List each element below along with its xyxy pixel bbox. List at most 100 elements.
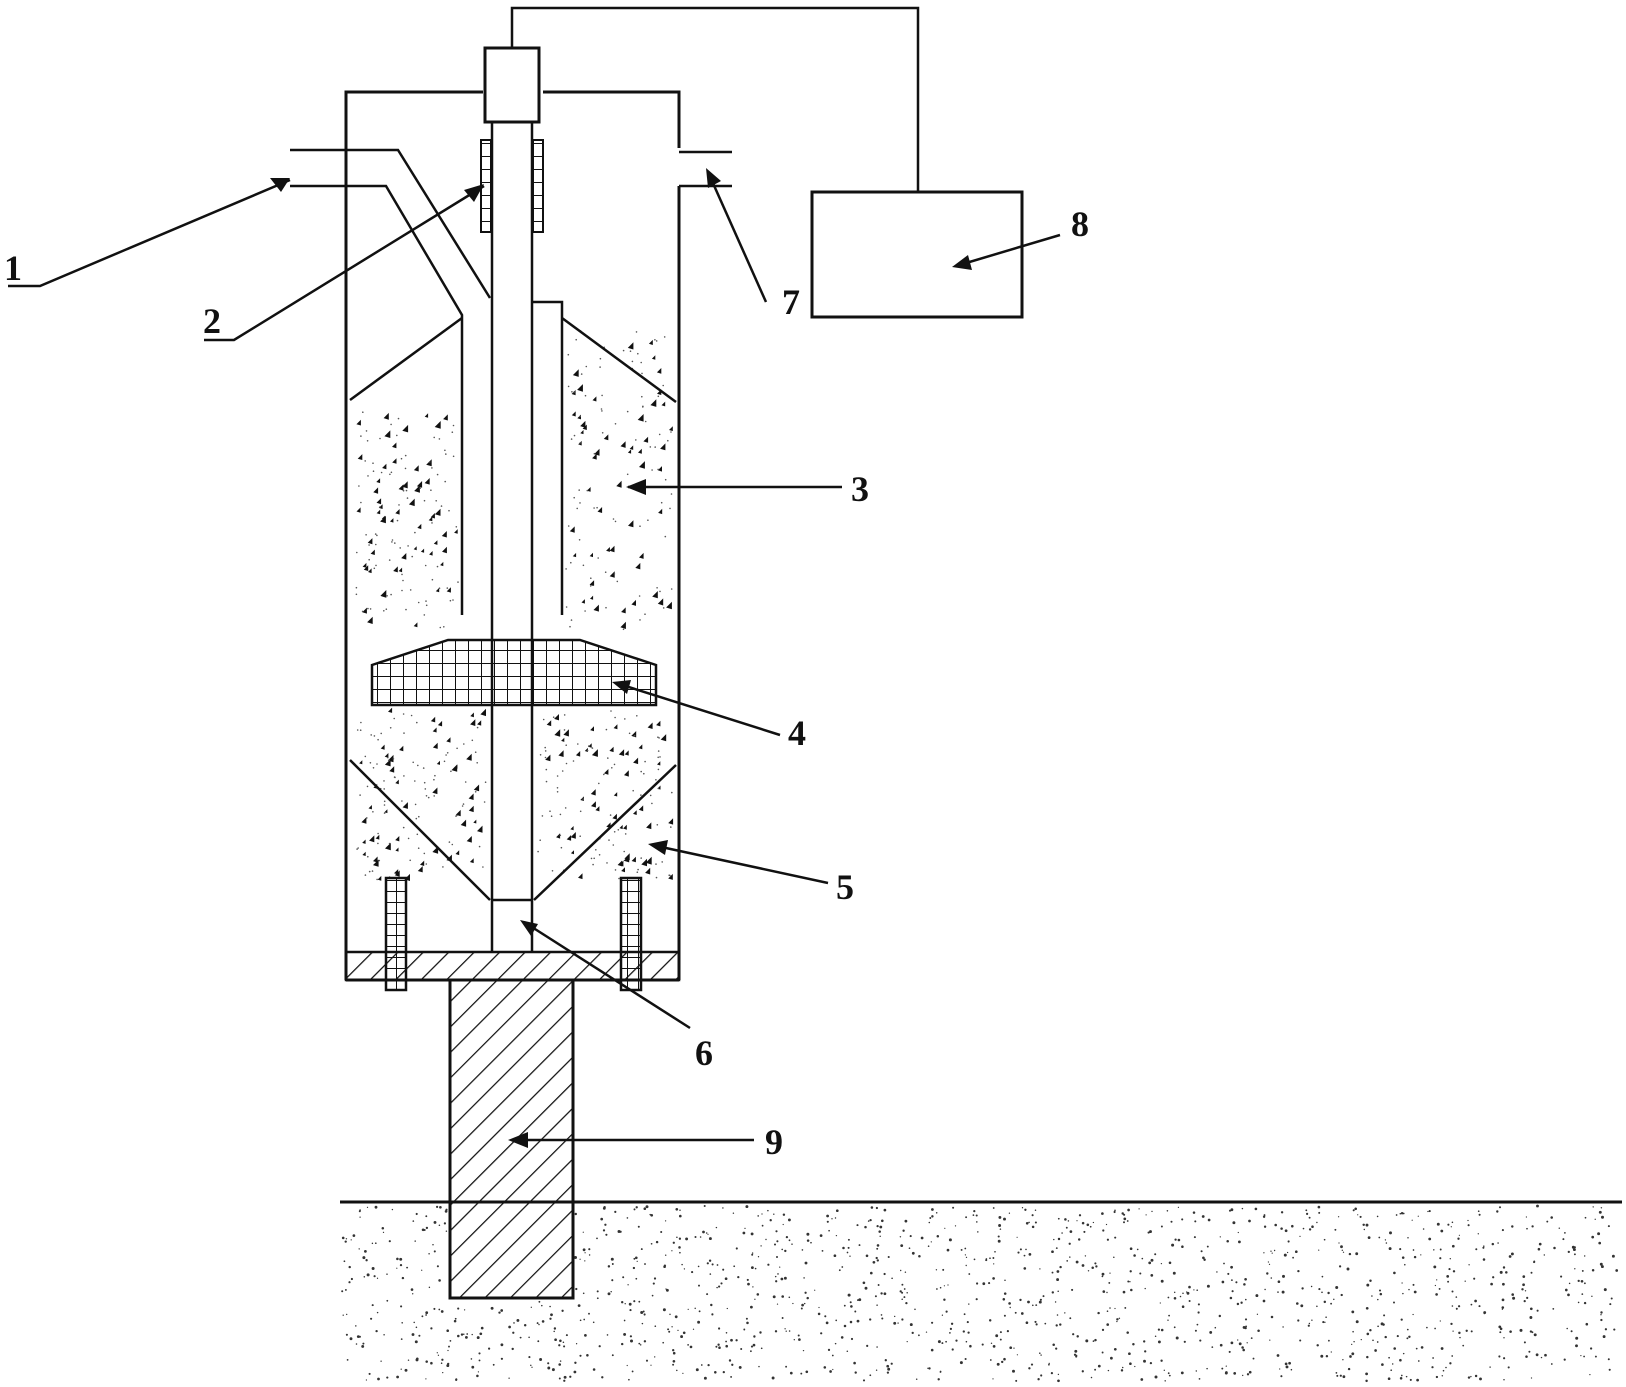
ground-speck bbox=[823, 1366, 827, 1369]
ground-speck bbox=[925, 1331, 928, 1333]
ground-speck bbox=[1086, 1223, 1090, 1227]
ground-speck bbox=[400, 1368, 402, 1370]
packing-grain bbox=[402, 481, 408, 489]
ground-speck bbox=[775, 1230, 778, 1233]
packing-grain bbox=[395, 836, 400, 842]
packing-speck bbox=[579, 415, 581, 418]
ground-speck bbox=[479, 1332, 483, 1336]
packing-speck bbox=[404, 467, 407, 470]
ground-speck bbox=[1227, 1272, 1230, 1275]
packing-grain bbox=[383, 412, 389, 420]
ground-speck bbox=[1013, 1347, 1015, 1349]
ground-speck bbox=[1194, 1220, 1197, 1223]
ground-speck bbox=[1294, 1250, 1298, 1254]
ground-speck bbox=[549, 1305, 551, 1308]
control-wire bbox=[510, 6, 920, 192]
packing-speck bbox=[390, 471, 393, 474]
ground-speck bbox=[750, 1350, 752, 1353]
ground-speck bbox=[1183, 1340, 1186, 1343]
ground-speck bbox=[1196, 1323, 1199, 1326]
packing-speck bbox=[389, 473, 391, 476]
ground-speck bbox=[1377, 1325, 1379, 1328]
ground-speck bbox=[982, 1282, 986, 1286]
ground-speck bbox=[715, 1226, 718, 1229]
ground-speck bbox=[1594, 1355, 1597, 1358]
ground-speck bbox=[1235, 1281, 1238, 1284]
ground-speck bbox=[563, 1375, 567, 1379]
ground-speck bbox=[1057, 1379, 1060, 1383]
packing-speck bbox=[462, 803, 465, 805]
ground-speck bbox=[698, 1284, 700, 1287]
ground-speck bbox=[460, 1333, 464, 1336]
ground-speck bbox=[1338, 1242, 1340, 1244]
ground-speck bbox=[883, 1292, 887, 1296]
ground-speck bbox=[1442, 1369, 1445, 1372]
packing-speck bbox=[655, 876, 658, 879]
ground-speck bbox=[1136, 1248, 1139, 1251]
packing-speck bbox=[361, 610, 364, 613]
ground-speck bbox=[374, 1242, 377, 1245]
ground-speck bbox=[899, 1290, 902, 1293]
ground-speck bbox=[1145, 1214, 1147, 1216]
ground-speck bbox=[1433, 1265, 1437, 1269]
ground-speck bbox=[1106, 1323, 1110, 1326]
ground-speck bbox=[558, 1344, 561, 1347]
ground-speck bbox=[1107, 1369, 1110, 1372]
packing-speck bbox=[446, 587, 449, 589]
ground-speck bbox=[1157, 1340, 1161, 1344]
ground-speck bbox=[358, 1335, 361, 1338]
ground-speck bbox=[1371, 1295, 1373, 1297]
ground-speck bbox=[880, 1292, 883, 1295]
ground-speck bbox=[630, 1339, 633, 1343]
packing-speck bbox=[364, 755, 367, 758]
packing-grain bbox=[570, 832, 576, 839]
ground-speck bbox=[664, 1254, 667, 1256]
ground-speck bbox=[1008, 1212, 1011, 1214]
packing-speck bbox=[579, 810, 582, 813]
ground-speck bbox=[463, 1333, 465, 1335]
packing-speck bbox=[658, 433, 661, 436]
ground-speck bbox=[425, 1215, 428, 1218]
inlet-pipe bbox=[290, 148, 492, 615]
packing-speck bbox=[660, 501, 663, 504]
ground-speck bbox=[975, 1221, 978, 1223]
packing-grain bbox=[623, 824, 627, 830]
ground-speck bbox=[973, 1258, 976, 1261]
ground-speck bbox=[1277, 1280, 1281, 1283]
ground-speck bbox=[1023, 1254, 1026, 1257]
ground-speck bbox=[722, 1268, 725, 1271]
ground-speck bbox=[1417, 1360, 1420, 1362]
ground-speck bbox=[569, 1375, 572, 1378]
ground-speck bbox=[1214, 1326, 1217, 1329]
ground-speck bbox=[992, 1345, 996, 1348]
ground-speck bbox=[975, 1214, 978, 1217]
packing-grain bbox=[594, 448, 600, 456]
packing-grain bbox=[546, 720, 552, 727]
packing-speck bbox=[448, 509, 450, 512]
ground-speck bbox=[645, 1205, 649, 1209]
ground-speck bbox=[846, 1350, 849, 1353]
packing-grain bbox=[633, 810, 637, 815]
ground-speck bbox=[528, 1356, 531, 1359]
packing-grain bbox=[606, 547, 610, 552]
ground-speck bbox=[1126, 1331, 1129, 1334]
ground-speck bbox=[897, 1322, 899, 1324]
packing-grain bbox=[420, 548, 425, 553]
ground-speck bbox=[1078, 1214, 1082, 1217]
ground-speck bbox=[1241, 1346, 1244, 1349]
ground-speck bbox=[703, 1204, 706, 1208]
packing-speck bbox=[434, 774, 436, 777]
packing-speck bbox=[390, 593, 392, 596]
ground-speck bbox=[652, 1282, 655, 1285]
ground-speck bbox=[1040, 1374, 1043, 1377]
ground-speck bbox=[879, 1225, 883, 1229]
packing-grain bbox=[595, 806, 600, 812]
packing-speck bbox=[423, 499, 426, 502]
ground-speck bbox=[1143, 1340, 1146, 1343]
packing-speck bbox=[358, 485, 360, 487]
ground-speck bbox=[856, 1319, 860, 1323]
packing-speck bbox=[404, 454, 407, 457]
ground-speck bbox=[1580, 1355, 1582, 1357]
packing-grain bbox=[413, 622, 418, 628]
packing-speck bbox=[560, 846, 563, 849]
